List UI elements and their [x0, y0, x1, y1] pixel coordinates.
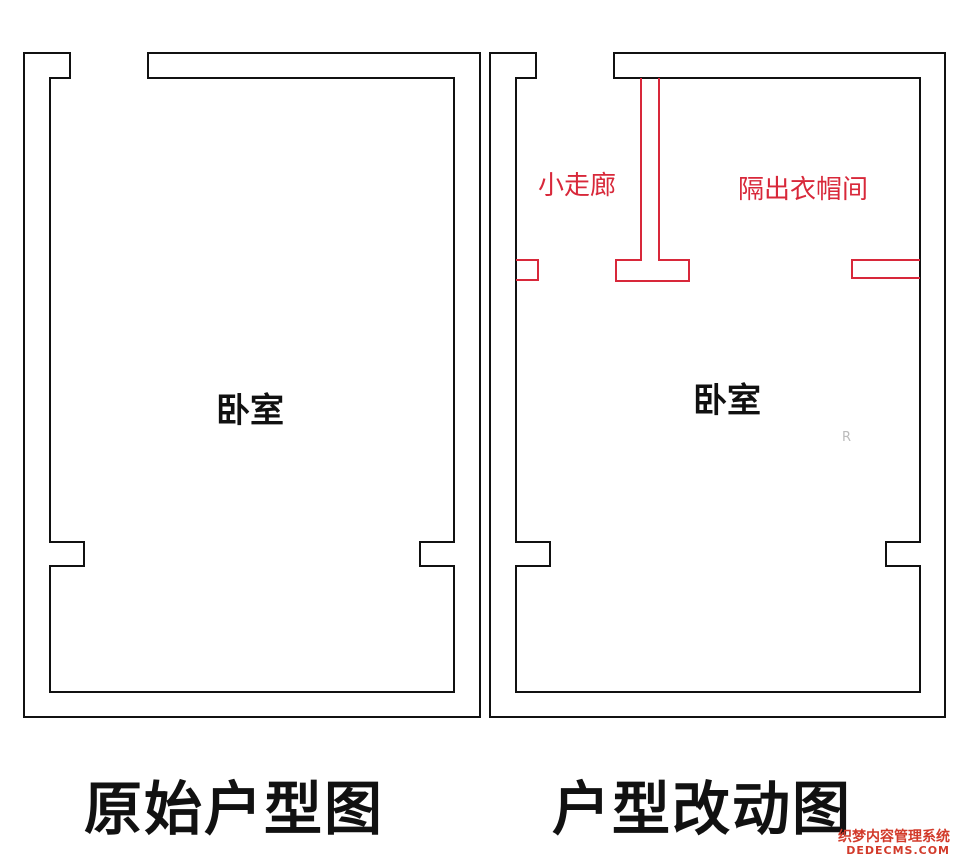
original-room-label: 卧室 [216, 391, 284, 431]
corridor-label: 小走廊 [538, 171, 616, 201]
modified-room-label: 卧室 [693, 381, 761, 421]
watermark-url: DEDECMS.COM [846, 844, 950, 857]
original-outer-wall [23, 52, 481, 718]
original-plan: 卧室 [23, 52, 481, 718]
closet-right-stub-wall [851, 259, 920, 279]
modified-plan: 小走廊 隔出衣帽间 卧室 [489, 52, 946, 718]
closet-label: 隔出衣帽间 [738, 175, 868, 205]
closet-t-wall [615, 78, 690, 282]
corridor-stub-wall [516, 259, 539, 281]
modified-outer-wall [489, 52, 946, 718]
stray-mark: R [842, 430, 852, 445]
original-plan-caption: 原始户型图 [84, 775, 385, 843]
modified-plan-caption: 户型改动图 [552, 775, 853, 843]
watermark-text: 织梦内容管理系统 [838, 829, 950, 845]
